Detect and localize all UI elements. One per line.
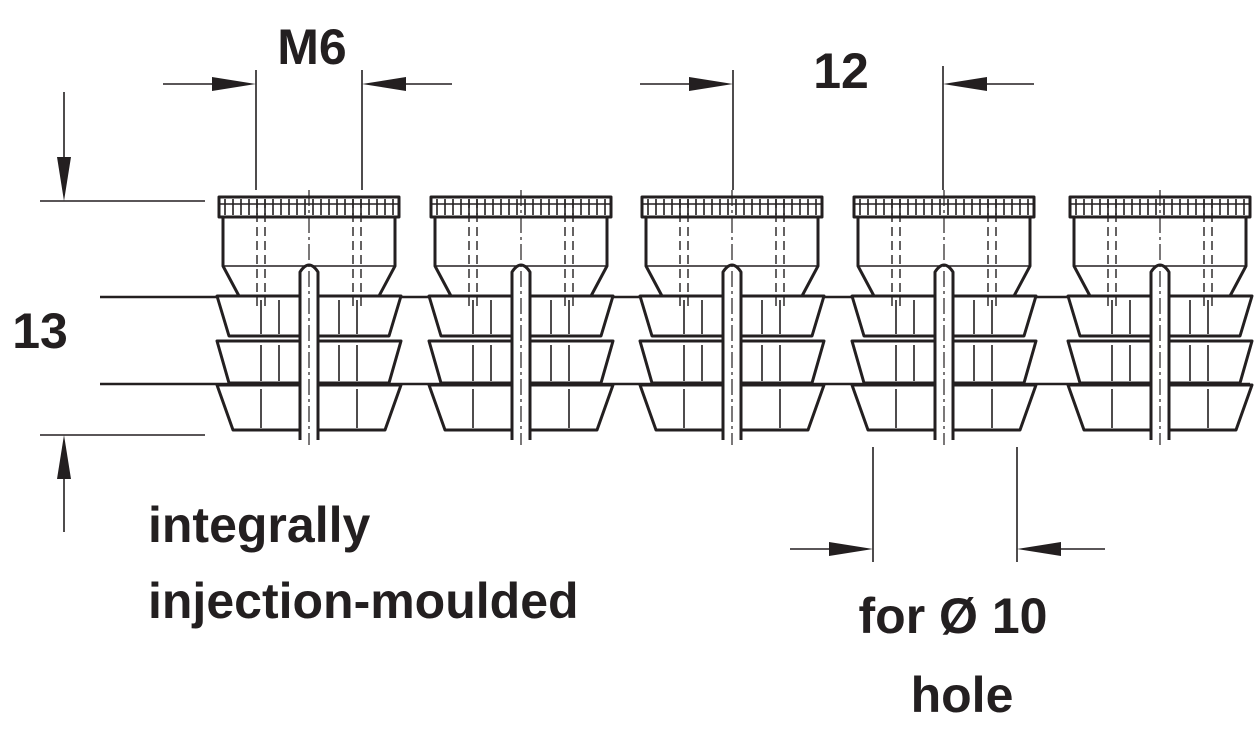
height-dimension <box>40 92 205 532</box>
hole-label-line-2: hole <box>911 667 1014 723</box>
dowel-fitting <box>850 188 1038 447</box>
dowel-fitting <box>638 188 826 447</box>
hole-dimension <box>790 447 1105 562</box>
m6-dimension <box>163 70 452 190</box>
dowel-fitting <box>1066 188 1254 447</box>
dowel-fitting <box>427 188 615 447</box>
pitch-label: 12 <box>813 43 869 99</box>
dowel-fitting <box>215 188 403 447</box>
hole-label-line-1: for Ø 10 <box>859 588 1048 644</box>
m6-label: M6 <box>277 19 346 75</box>
pitch-dimension <box>640 66 1034 190</box>
height-label: 13 <box>12 303 68 359</box>
note-line-2: injection-moulded <box>148 573 579 629</box>
note-line-1: integrally <box>148 497 370 553</box>
